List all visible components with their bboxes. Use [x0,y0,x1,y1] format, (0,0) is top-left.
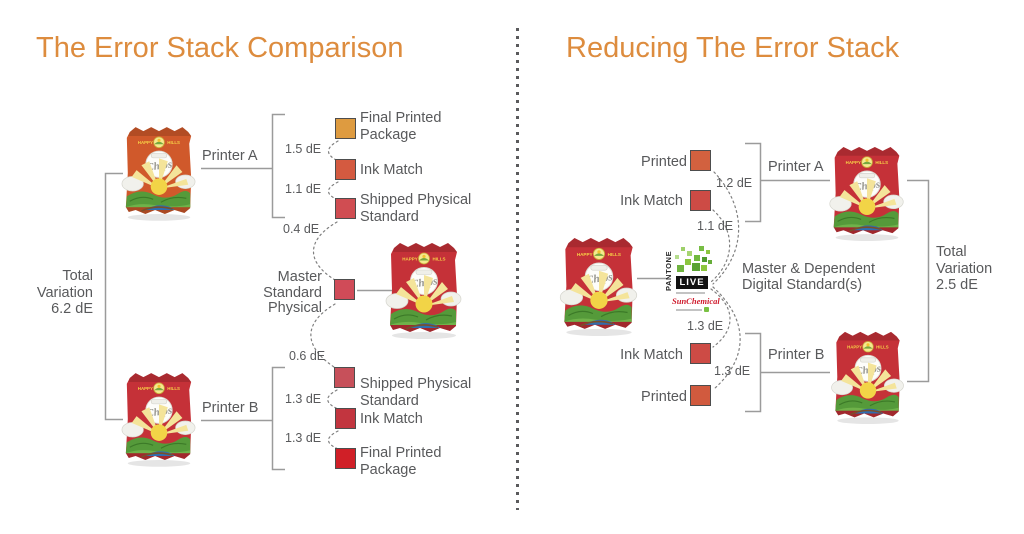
partner-microtext-bar2 [676,309,702,311]
swatch-label-ink-match-a: Ink Match [360,162,423,178]
pantone-brand-text: PANTONE [664,250,673,291]
total-variation-right: Total Variation 2.5 dE [936,244,993,293]
swatch-label-final-printed-b: Final Printed Package [360,445,442,478]
sunchemical-partner-text: SunChemical [672,296,720,306]
delta-ra2: 1.1 dE [697,219,734,233]
delta-rb2: 1.3 dE [714,364,751,378]
delta-b0: 0.6 dE [289,349,326,363]
swatch-label-shipped-standard-b: Shipped Physical Standard [360,376,472,409]
delta-ra1: 1.2 dE [716,176,753,190]
partner-microtext-bar [676,292,705,294]
swatch-printed-rb [690,385,711,406]
delta-b2: 1.3 dE [285,431,322,445]
label-ink-match-rb: Ink Match [620,347,683,363]
bracket-printer-a-left [271,113,285,219]
partner-dot-icon [704,307,709,312]
delta-a3: 0.4 dE [283,222,320,236]
swatch-final-printed-a [335,118,356,139]
swatch-shipped-standard-a [335,198,356,219]
chip-bag-printer-a-left [120,124,198,222]
pantone-mosaic-icon [675,246,712,272]
delta-b1: 1.3 dE [285,392,322,406]
swatch-label-ink-match-b: Ink Match [360,411,423,427]
master-standard-label: Master Standard Physical [263,269,322,316]
chip-bag-master-right [557,235,641,337]
pantone-live-badge: LIVE [676,276,708,289]
swatch-shipped-standard-b [334,367,355,388]
swatch-ink-match-rb [690,343,711,364]
swatch-ink-match-ra [690,190,711,211]
printer-a-label-left: Printer A [202,148,258,164]
chip-bag-printer-b-right [829,329,907,425]
curve-b1-b2 [327,389,339,410]
curve-b2-b3 [327,430,339,450]
left-title: The Error Stack Comparison [36,32,404,64]
curve-a1-a2 [327,140,339,162]
delta-a2: 1.1 dE [285,182,322,196]
right-title: Reducing The Error Stack [566,32,900,64]
label-printed-rb: Printed [641,389,687,405]
chip-bag-master-left [384,240,464,340]
pantone-live-logo: PANTONE LIVE SunChemical [663,245,720,315]
swatch-ink-match-b [335,408,356,429]
bracket-total-variation-right [907,179,930,383]
swatch-ink-match-a [335,159,356,180]
label-ink-match-ra: Ink Match [620,193,683,209]
label-printed-ra: Printed [641,154,687,170]
swatch-final-printed-b [335,448,356,469]
swatch-printed-ra [690,150,711,171]
total-variation-left: Total Variation 6.2 dE [36,268,93,317]
bracket-printer-b-left [271,366,285,471]
swatch-label-shipped-standard-a: Shipped Physical Standard [360,192,472,225]
chip-bag-printer-a-right [827,144,907,242]
chip-bag-printer-b-left [120,370,198,468]
master-dependent-label: Master & Dependent Digital Standard(s) [742,261,875,293]
printer-b-label-right: Printer B [768,347,825,363]
delta-a1: 1.5 dE [285,142,322,156]
swatch-master-physical [334,279,355,300]
printer-b-label-left: Printer B [202,400,259,416]
delta-rb1: 1.3 dE [687,319,724,333]
dotted-divider [516,28,519,510]
swatch-label-final-printed-a: Final Printed Package [360,110,442,143]
printer-a-label-right: Printer A [768,159,824,175]
